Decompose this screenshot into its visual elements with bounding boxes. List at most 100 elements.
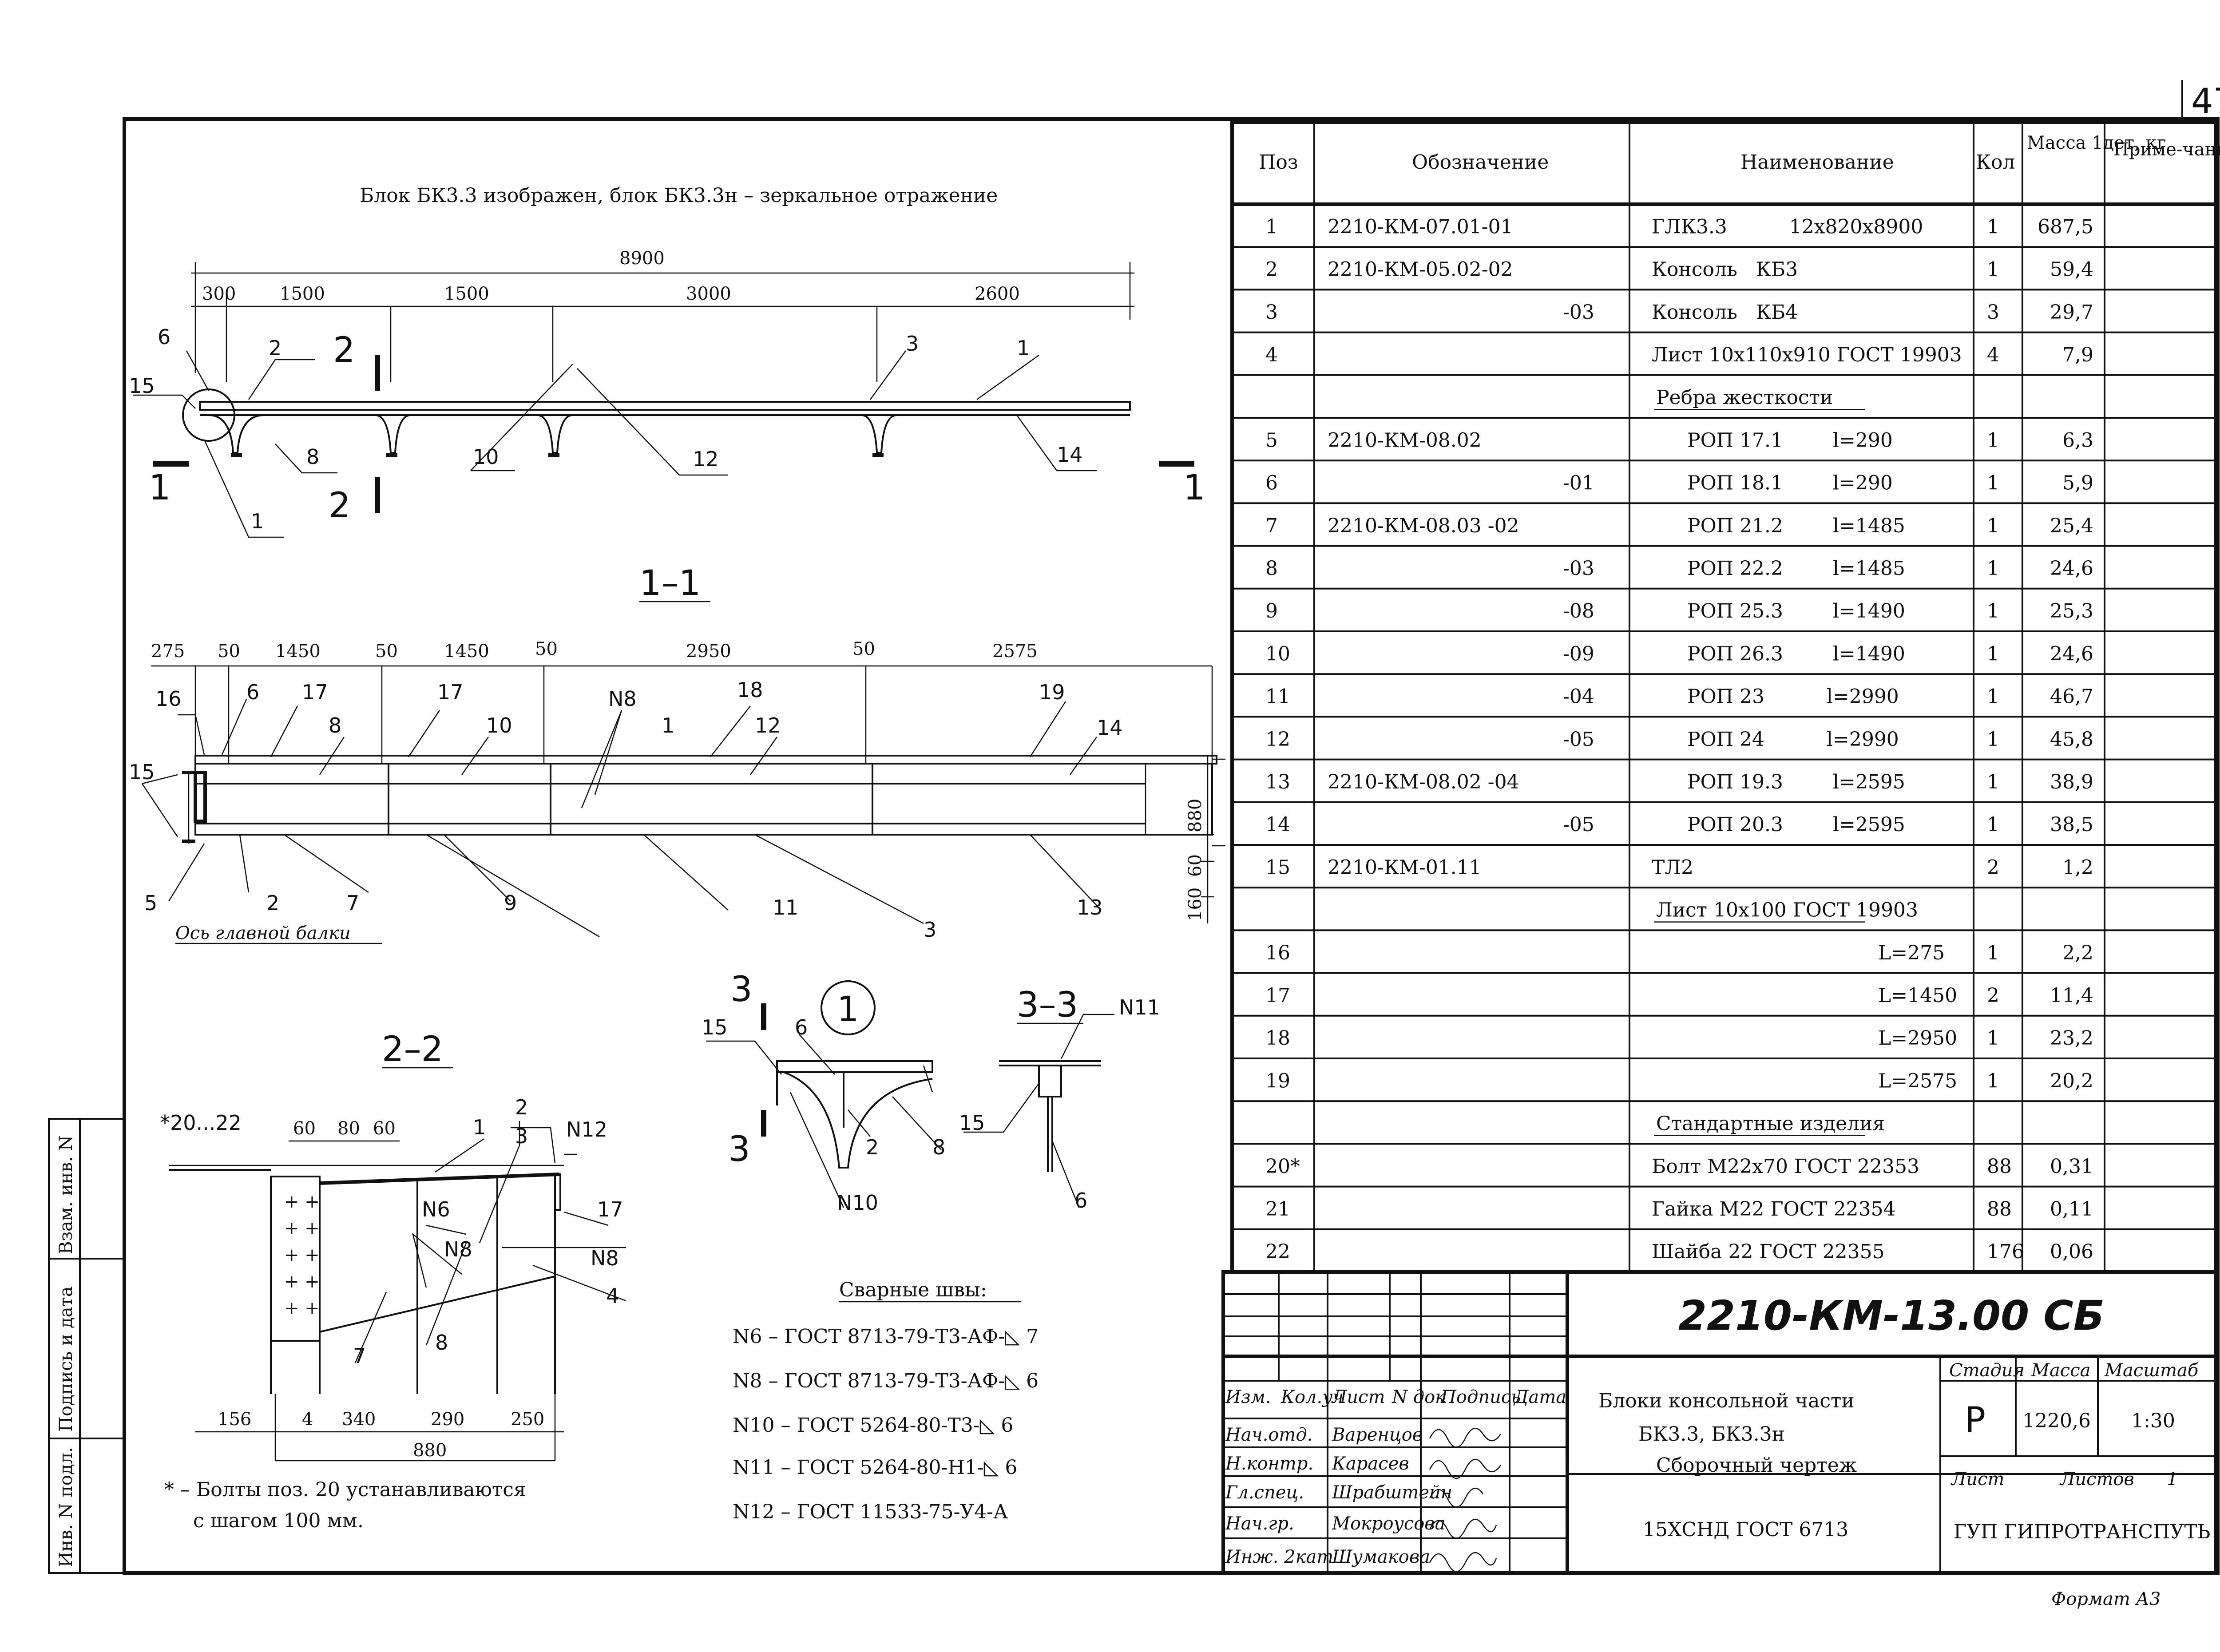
spec-name: Лист 10x100 ГОСТ 19903 [1656,899,1918,922]
spec-pos: 9 [1265,600,1278,622]
spec-mass: 24,6 [2050,642,2093,665]
s11-label-16: 16 [155,687,182,711]
s11-label-N8: N8 [608,687,637,711]
spec-designation: 2210-КМ-08.02 [1328,429,1482,452]
s11-height-880: 880 [1185,799,1205,832]
spec-pos: 22 [1265,1240,1290,1263]
spec-designation: 2210-КМ-01.11 [1328,856,1482,879]
spec-mass: 5,9 [2062,472,2093,495]
node-label-2: 2 [866,1135,879,1159]
spec-mass: 11,4 [2050,984,2093,1007]
spec-qty: 88 [1987,1198,2012,1220]
tb-scale-label: Масштаб [2104,1360,2199,1381]
spec-pos: 5 [1265,429,1278,452]
section-3-3-title: 3–3 [1017,985,1078,1025]
spec-name: L=2575 [1878,1070,1957,1092]
spec-mass: 2,2 [2062,942,2093,964]
tb-mass: 1220,6 [2022,1410,2091,1432]
s11-dim-4: 1450 [444,641,489,662]
s11-label-15: 15 [129,760,155,784]
signature-0 [1429,1427,1502,1448]
plan-label-2: 2 [269,336,281,360]
spec-name: Шайба 22 ГОСТ 22355 [1652,1240,1885,1263]
section-2-2-title: 2–2 [382,1030,443,1070]
spec-pos: 19 [1265,1070,1290,1092]
spec-row: Лист 10x100 ГОСТ 19903 [1232,899,2216,931]
spec-header-mass: Масса 1дет, кг [2027,133,2166,153]
spec-name: L=2950 [1878,1027,1957,1050]
stamp-signature-date: Подпись и дата [56,1286,76,1432]
spec-name: Стандартные изделия [1656,1113,1885,1135]
tb-change-h2: Лист [1331,1387,1385,1407]
tb-change-h1: Кол.уч [1280,1387,1344,1407]
section-2-2: 2–2 *20...22 60 80 60 + + + + + + + + + … [160,1030,626,1532]
s22-bottom-dim-1: 4 [302,1409,313,1430]
node-label-8: 8 [932,1135,945,1159]
section-3-3: 3–3 N11 15 6 [959,985,1160,1212]
tb-material: 15ХСНД ГОСТ 6713 [1643,1518,1848,1541]
tb-change-h5: Дата [1513,1387,1566,1407]
tb-title-1: Блоки консольной части [1598,1390,1855,1412]
spec-designation: -08 [1563,600,1594,622]
plan-label-1b: 1 [1017,336,1030,360]
plan-label-15: 15 [129,374,155,398]
signature-4 [1429,1552,1497,1573]
spec-name: РОП 20.3 l=2595 [1687,813,1905,836]
spec-qty: 1 [1987,429,1999,452]
spec-qty: 3 [1987,301,1999,324]
spec-designation: 2210-КМ-08.02 -04 [1328,771,1519,793]
spec-name: Консоль КБ3 [1652,258,1798,281]
title-block: 2210-КМ-13.00 СБ Блоки консольной части … [1221,1270,2217,1575]
s22-label-N12: N12 [566,1117,607,1141]
svg-text:+ +: + + [284,1272,320,1292]
svg-text:+ +: + + [284,1192,320,1212]
tb-role-4: Инж. 2кат [1225,1547,1333,1567]
node-label-N10: N10 [837,1191,878,1215]
s11-label-5: 5 [144,891,157,915]
spec-name: РОП 26.3 l=1490 [1687,642,1905,665]
spec-designation: -03 [1563,301,1594,324]
cut-2-top: 2 [333,330,355,370]
s22-label-N8b: N8 [591,1246,619,1270]
spec-qty: 88 [1987,1155,2012,1178]
spec-name: Гайка М22 ГОСТ 22354 [1652,1198,1896,1220]
spec-designation: 2210-КМ-05.02-02 [1328,258,1513,281]
tb-role-2: Гл.спец. [1225,1482,1304,1503]
s11-dim-0: 275 [151,641,185,662]
s11-label-17: 17 [302,680,328,704]
tb-sheets-label: Листов [2059,1469,2134,1490]
plan-dim-2: 1500 [444,284,489,304]
spec-mass: 6,3 [2062,429,2093,452]
tb-org: ГУП ГИПРОТРАНСПУТЬ [1954,1521,2210,1543]
spec-pos: 11 [1265,685,1290,708]
spec-qty: 1 [1987,515,1999,537]
spec-name: РОП 23 l=2990 [1687,685,1899,708]
s11-label-13: 13 [1077,895,1103,919]
specification-table: Поз Обозначение Наименование Кол Масса 1… [1230,120,2220,1274]
spec-designation: -09 [1563,642,1594,665]
spec-qty: 1 [1987,1070,1999,1092]
spec-qty: 1 [1987,557,1999,580]
s11-label-19: 19 [1039,680,1065,704]
spec-name: РОП 24 l=2990 [1687,728,1899,751]
spec-mass: 7,9 [2062,344,2093,366]
tb-signer-3: Мокроусова [1332,1513,1445,1534]
node-cut-3-top: 3 [730,970,753,1010]
spec-header-name: Наименование [1740,151,1894,174]
plan-dim-4: 2600 [975,284,1020,304]
spec-qty: 1 [1987,642,1999,665]
plan-label-1: 1 [251,509,264,533]
plan-dim-1: 1500 [280,284,325,304]
plan-dim-0: 300 [202,284,236,304]
signature-3 [1429,1518,1497,1539]
spec-name: РОП 21.2 l=1485 [1687,515,1905,537]
spec-name: Ребра жесткости [1656,386,1833,409]
s33-label-15: 15 [959,1111,985,1135]
spec-designation: -05 [1563,728,1594,751]
plan-label-12: 12 [693,447,719,471]
tb-stage-label: Стадия [1949,1360,2025,1381]
